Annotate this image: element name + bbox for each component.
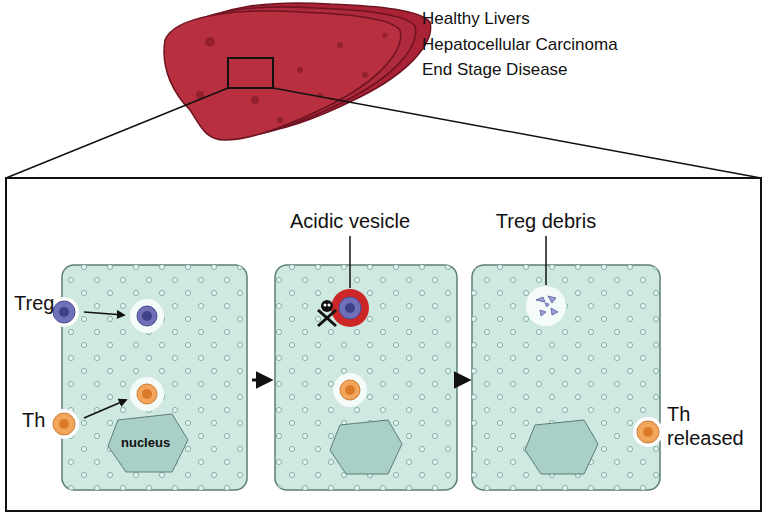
leader-line bbox=[349, 236, 351, 288]
skull-symbol bbox=[318, 300, 336, 326]
step-arrow bbox=[461, 379, 468, 382]
leader-line bbox=[545, 236, 547, 285]
nucleus-label: nucleus bbox=[121, 435, 170, 451]
liver-label: End Stage Disease bbox=[422, 60, 568, 80]
liver bbox=[164, 3, 431, 140]
zoom-line bbox=[6, 88, 228, 178]
cell-label: Th released bbox=[667, 402, 759, 450]
hepatocyte bbox=[49, 265, 247, 490]
liver-label: Hepatocellular Carcinoma bbox=[422, 35, 618, 55]
hepatocyte bbox=[472, 265, 663, 490]
hepatocyte bbox=[275, 265, 457, 490]
step-arrow bbox=[252, 379, 270, 382]
liver-label: Healthy Livers bbox=[422, 9, 530, 29]
zoom-box bbox=[228, 58, 273, 88]
zoom-panel bbox=[6, 178, 761, 511]
cell-label: Treg bbox=[14, 291, 54, 315]
callout-label: Treg debris bbox=[496, 209, 596, 233]
zoom-line bbox=[273, 88, 761, 178]
cell-label: Th bbox=[22, 408, 45, 432]
callout-label: Acidic vesicle bbox=[290, 209, 410, 233]
